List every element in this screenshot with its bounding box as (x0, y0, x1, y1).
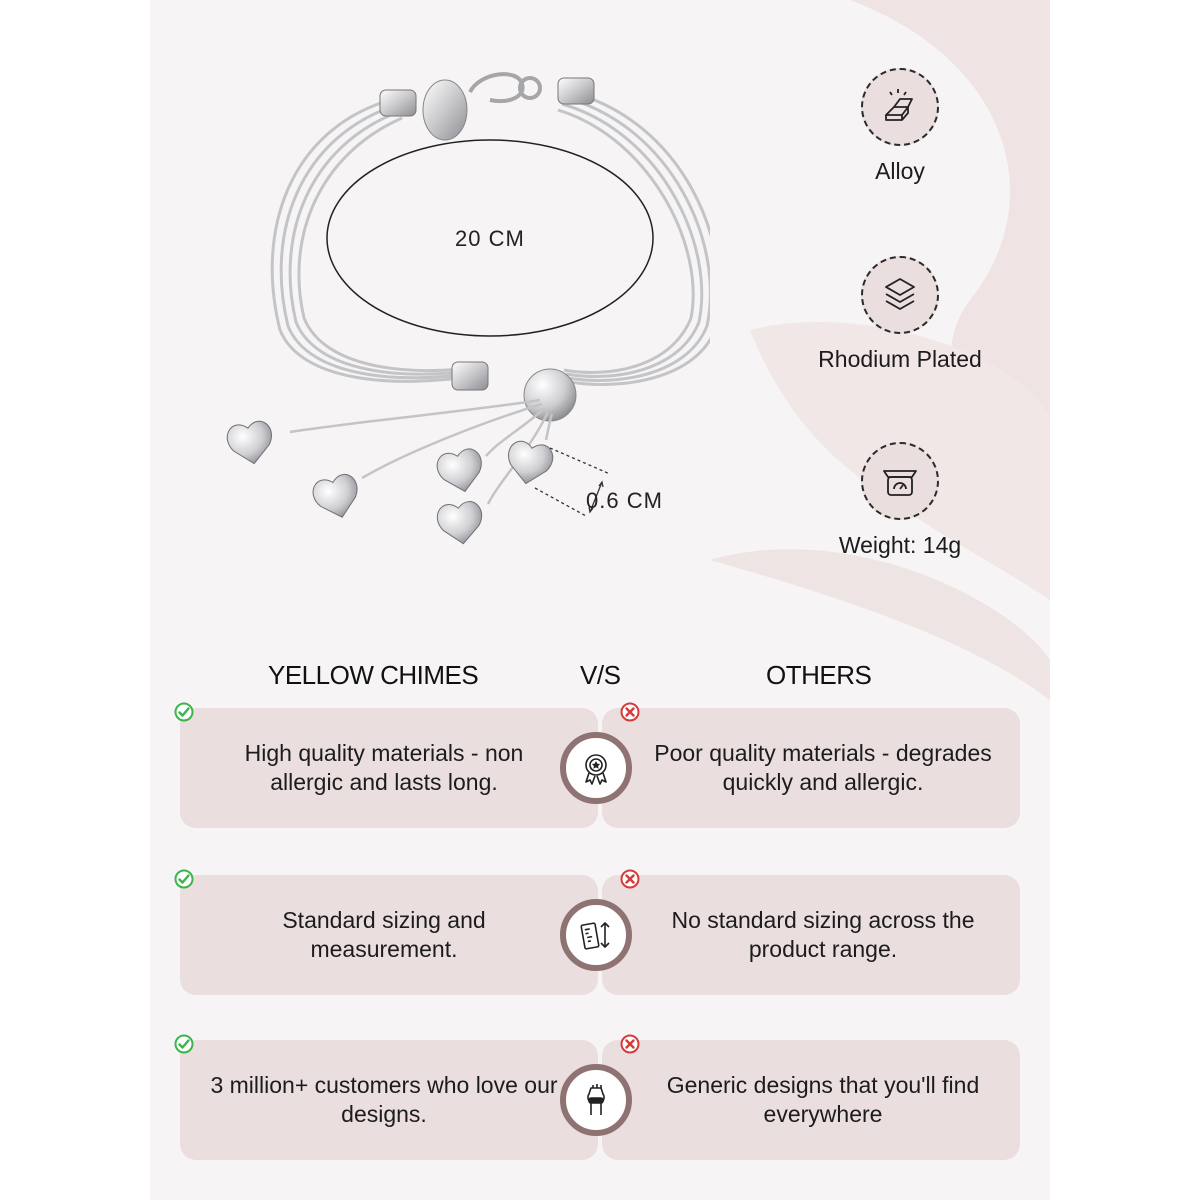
weighing-scale-icon (861, 442, 939, 520)
layers-icon (861, 256, 939, 334)
comparison-row-sizing: Standard sizing and measurement. No stan… (174, 869, 1020, 995)
red-cross-icon (620, 1034, 640, 1054)
hand-bracelet-icon (560, 1064, 632, 1136)
quality-badge-icon (560, 732, 632, 804)
comparison-row-designs: 3 million+ customers who love our design… (174, 1034, 1020, 1160)
brand-point-card: Standard sizing and measurement. (180, 875, 598, 995)
ruler-measurement-icon (560, 899, 632, 971)
vs-heading: V/S (580, 660, 621, 690)
feature-label: Alloy (875, 158, 925, 184)
feature-rhodium-plated: Rhodium Plated (790, 256, 1010, 373)
infographic-canvas: 20 CM 0.6 CM Alloy Rhodium Plated (150, 0, 1050, 1200)
brand-heading: YELLOW CHIMES (268, 660, 479, 690)
brand-point-card: High quality materials - non allergic an… (180, 708, 598, 828)
alloy-bars-icon (861, 68, 939, 146)
green-check-icon (174, 1034, 194, 1054)
feature-label: Weight: 14g (838, 532, 962, 558)
feature-weight: Weight: 14g (790, 442, 1010, 559)
others-point-card: No standard sizing across the product ra… (602, 875, 1020, 995)
feature-label: Rhodium Plated (818, 346, 982, 372)
others-point-card: Poor quality materials - degrades quickl… (602, 708, 1020, 828)
comparison-row-quality: High quality materials - non allergic an… (174, 702, 1020, 828)
green-check-icon (174, 702, 194, 722)
others-heading: OTHERS (766, 660, 872, 690)
charm-size-label: 0.6 CM (586, 488, 663, 513)
brand-point-card: 3 million+ customers who love our design… (180, 1040, 598, 1160)
red-cross-icon (620, 869, 640, 889)
circumference-label: 20 CM (455, 226, 525, 251)
others-point-card: Generic designs that you'll find everywh… (602, 1040, 1020, 1160)
bracelet-product-image (226, 72, 710, 545)
red-cross-icon (620, 702, 640, 722)
feature-alloy: Alloy (790, 68, 1010, 185)
green-check-icon (174, 869, 194, 889)
